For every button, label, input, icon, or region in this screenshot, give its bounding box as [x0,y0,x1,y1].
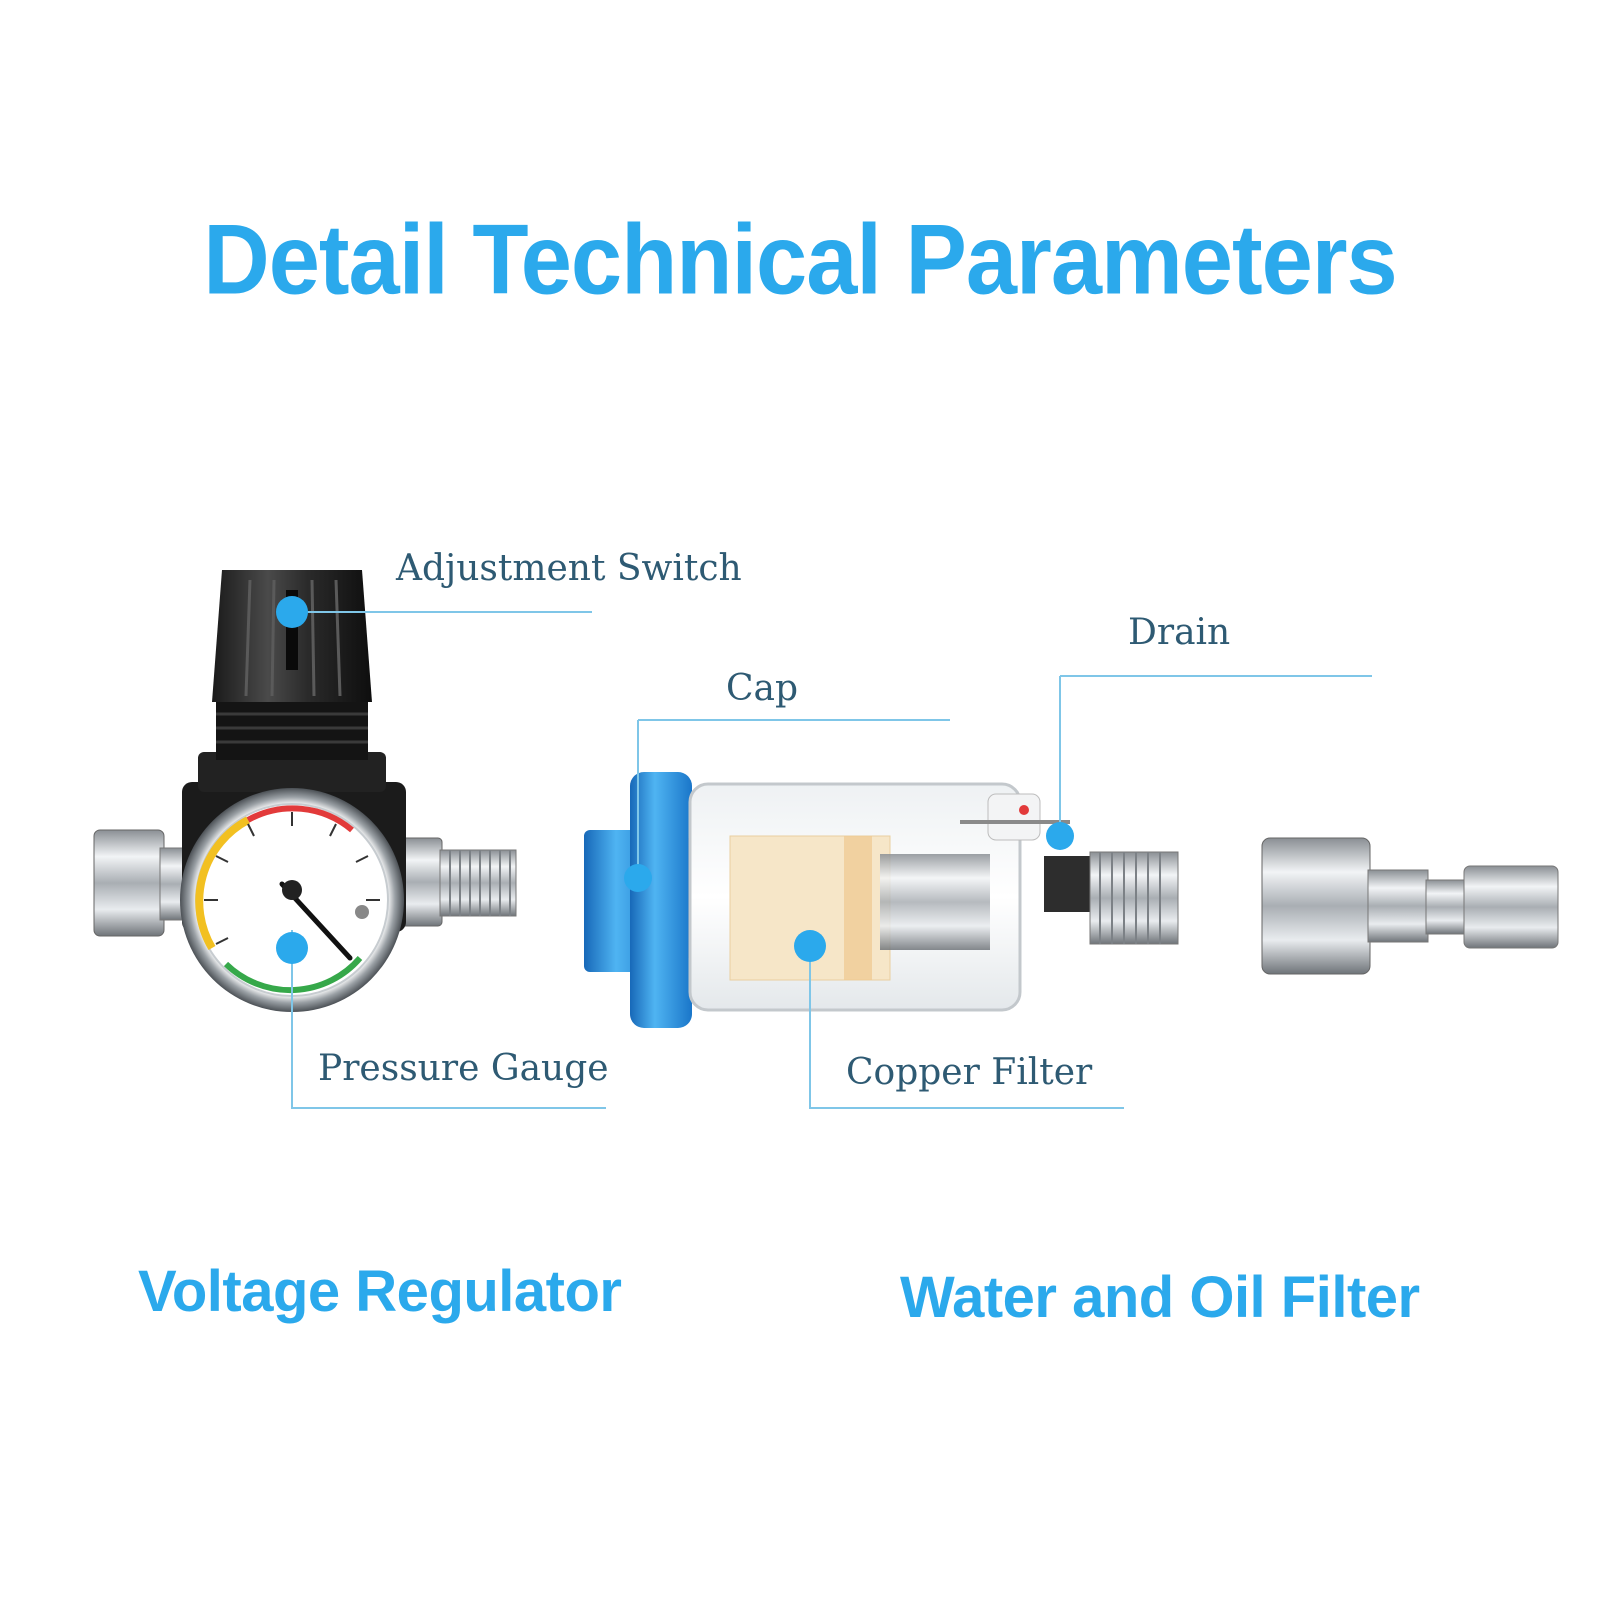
cap-marker [624,864,652,892]
pressure-gauge-label: Pressure Gauge [318,1048,609,1089]
water-oil-filter [584,772,1179,1028]
filter-cap [630,772,692,1028]
drain-valve [987,793,1041,841]
cap-label: Cap [726,668,799,709]
threaded-outlet [439,849,517,917]
filter-outlet-thread [1089,851,1179,945]
drain-label: Drain [1128,612,1231,653]
drain-marker [1046,822,1074,850]
voltage-regulator [93,570,517,1012]
left-nut [93,829,165,937]
voltage-regulator-caption: Voltage Regulator [138,1259,622,1324]
pressure-gauge-marker [276,932,308,964]
adjustment-switch-label: Adjustment Switch [396,548,742,589]
water-oil-filter-caption: Water and Oil Filter [900,1265,1420,1330]
copper-filter-marker [794,930,826,962]
adjustment-switch-marker [276,596,308,628]
quick-coupler [1261,837,1559,975]
page-title: Detail Technical Parameters [203,204,1397,316]
copper-filter-label: Copper Filter [846,1052,1093,1093]
callout-lines [291,611,1372,1109]
